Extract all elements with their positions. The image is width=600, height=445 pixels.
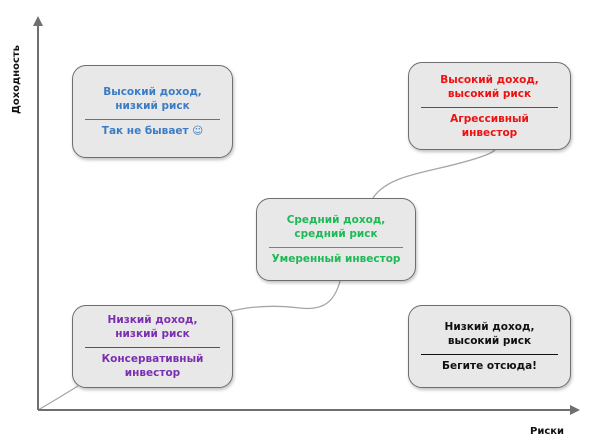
- quadrant-high-income-high-risk: Высокий доход, высокий риск Агрессивный …: [408, 62, 571, 150]
- connector-moderate-to-aggressive: [372, 149, 496, 199]
- connector-origin-to-conservative: [37, 385, 79, 411]
- box-divider: [269, 247, 403, 248]
- box-divider: [421, 106, 558, 108]
- y-axis-label: Доходность: [11, 45, 22, 114]
- box-title: Высокий доход, низкий риск: [103, 86, 202, 112]
- box-subtitle: Консервативный инвестор: [101, 353, 204, 379]
- quadrant-low-income-low-risk: Низкий доход, низкий риск Консервативный…: [72, 305, 233, 388]
- box-title: Низкий доход, низкий риск: [107, 314, 198, 340]
- box-divider: [421, 354, 558, 355]
- box-subtitle: Умеренный инвестор: [271, 253, 401, 265]
- x-axis-label: Риски: [530, 426, 565, 437]
- box-divider: [85, 119, 220, 120]
- box-title: Низкий доход, высокий риск: [444, 321, 535, 347]
- quadrant-high-income-low-risk: Высокий доход, низкий риск Так не бывает…: [72, 65, 233, 158]
- box-title: Средний доход, средний риск: [286, 214, 386, 240]
- quadrant-medium-income-medium-risk: Средний доход, средний риск Умеренный ин…: [256, 198, 416, 281]
- box-subtitle: Агрессивный инвестор: [450, 112, 529, 139]
- box-title: Высокий доход, высокий риск: [440, 73, 539, 100]
- box-divider: [85, 347, 220, 348]
- quadrant-low-income-high-risk: Низкий доход, высокий риск Бегите отсюда…: [408, 305, 571, 388]
- connector-conservative-to-moderate: [227, 280, 341, 313]
- box-subtitle: Бегите отсюда!: [442, 360, 537, 372]
- box-subtitle: Так не бывает ☺: [101, 125, 204, 137]
